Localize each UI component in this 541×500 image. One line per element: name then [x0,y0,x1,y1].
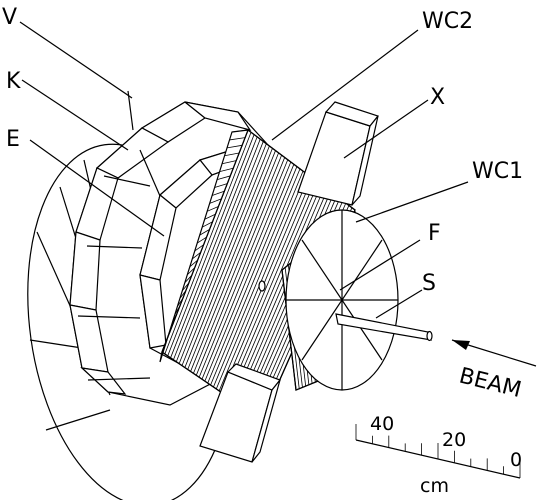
scale-tick-label-40: 40 [370,413,394,435]
wc2-wire [204,164,295,382]
target-disc-f [285,209,399,391]
wc2-edge-wire [174,305,181,315]
x-block-top [297,101,380,206]
scale-unit-label: cm [420,475,449,497]
label-wc1: WC1 [472,159,523,184]
label-s: S [422,271,436,296]
wc2-wire [167,134,255,357]
wc2-edge-wire [167,328,172,339]
wc2-edge-wire [202,221,213,228]
wc2-edge-wire [229,137,246,141]
wc2-edge-wire [231,129,249,133]
wc2-wire [173,138,261,360]
wc2-wire [184,148,273,368]
scale-tick-label-20: 20 [442,429,466,451]
wc2-edge-wire [212,190,225,196]
wc2-edge-wire [189,259,198,268]
label-f: F [428,221,441,246]
wc2-edge-wire [194,244,204,252]
beam-arrow [451,339,537,367]
wc2-edge-wire [182,282,189,291]
wc2-wire [193,154,282,374]
label-wc2: WC2 [422,9,473,34]
wc2-edge-wire [219,167,234,173]
wc2-wire [227,182,319,397]
wc2-edge-wire [199,229,210,236]
wc2-edge-wire [192,252,201,260]
wc2-edge-wire [184,275,192,283]
wc2-edge-wire [197,236,207,244]
leader-lines [19,21,469,319]
wc2-wire [170,136,258,358]
wc2-wire [207,166,298,384]
wc2-wire [187,150,276,370]
wc2-wire [233,186,325,401]
wc2-edge-wire [207,206,219,212]
wc2-wire [190,152,279,372]
wc2-wire [210,168,301,386]
wc2-wire [213,170,304,388]
label-x: X [430,85,445,110]
label-k: K [6,69,21,94]
wc2-edge-wire [169,321,175,331]
wc2-edge-wire [177,298,184,307]
wc2-edge-wire [221,160,237,165]
wc2-edge-wire [187,267,195,276]
label-beam: BEAM [457,364,524,404]
wc2-edge-wire [214,183,228,188]
wc2-wire [201,161,292,380]
wc2-edge-wire [209,198,222,204]
label-e: E [6,127,20,152]
wc2-edge-wire [216,175,231,180]
wc2-edge-wire [204,213,216,220]
wc2-edge-wire [164,336,169,347]
scale-bar: 40 20 0 cm [355,413,522,497]
wc2-edge-wire [224,152,240,157]
wc2-wire [178,143,267,364]
wc2-wire [198,159,289,378]
x-block-bottom [199,363,281,463]
wc2-wire [224,180,316,395]
wc2-edge-wire [226,144,243,149]
wc2-wire [221,177,313,393]
wc2-wire [181,145,270,366]
wc2-wire [175,141,264,362]
scale-tick-label-0: 0 [510,449,522,471]
wc2-wire [164,132,252,355]
wc2-wire [195,157,286,376]
wc2-edge-wire [159,351,163,363]
beam-pipe-s [335,313,433,342]
wc2-edge-wire [172,313,178,323]
wc2-edge-wire [179,290,187,299]
wc2-wire [230,184,322,399]
wc2-edge-wire [162,344,166,355]
label-v: V [2,5,17,30]
